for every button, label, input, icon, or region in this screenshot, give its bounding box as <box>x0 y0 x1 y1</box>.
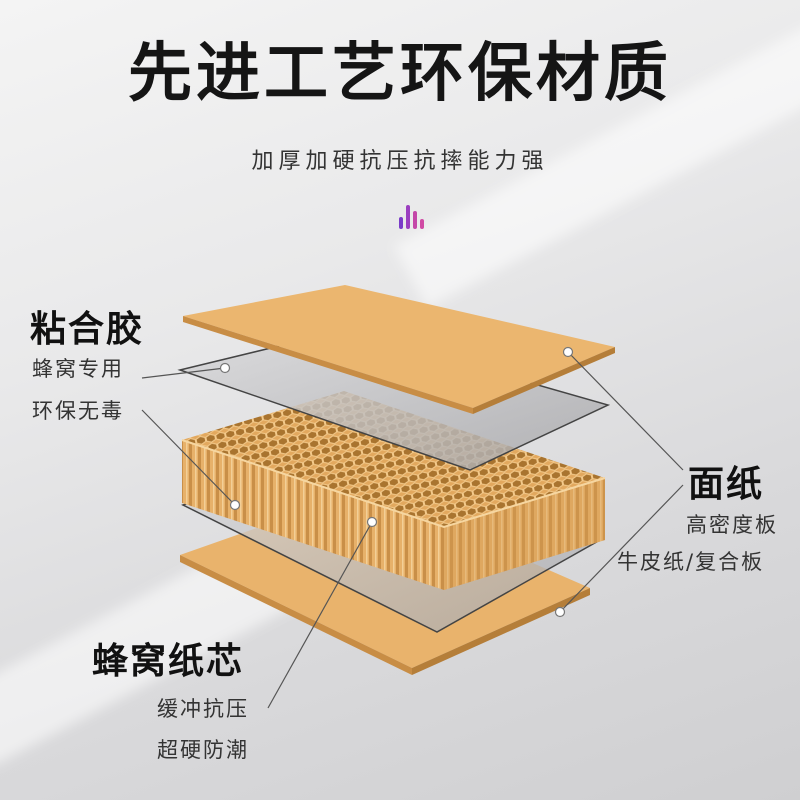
core-desc-2: 超硬防潮 <box>157 738 249 762</box>
face-paper-label: 面纸 <box>688 464 765 505</box>
core-label: 蜂窝纸芯 <box>92 641 245 682</box>
callout-lines <box>141 351 684 709</box>
page-subtitle: 加厚加硬抗压抗摔能力强 <box>251 149 549 174</box>
glue-label: 粘合胶 <box>30 309 145 350</box>
honeycomb-core <box>181 391 606 590</box>
face-paper-desc-2: 牛皮纸/复合板 <box>617 550 765 574</box>
core-desc-1: 缓冲抗压 <box>157 697 249 721</box>
glue-desc-1: 蜂窝专用 <box>32 357 124 381</box>
page-title: 先进工艺环保材质 <box>128 37 672 111</box>
glue-desc-2: 环保无毒 <box>32 399 124 423</box>
callout-dots <box>219 346 574 618</box>
face-paper-desc-1: 高密度板 <box>686 513 778 537</box>
audio-bars-icon <box>399 203 425 229</box>
